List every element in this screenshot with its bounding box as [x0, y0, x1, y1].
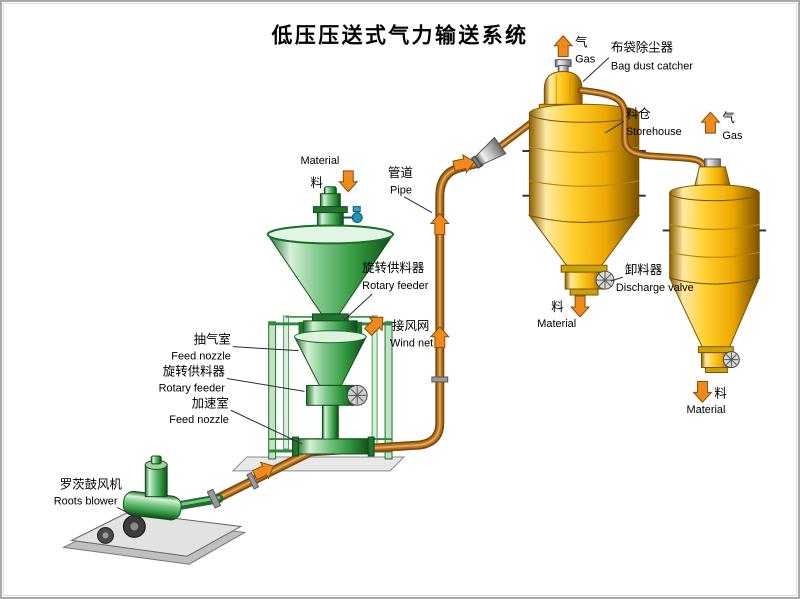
pipe-flange — [431, 376, 449, 383]
label-silo1-material-cn: 料 — [551, 300, 563, 314]
label-wind-net-en: Wind net — [390, 338, 433, 350]
label-blower-en: Roots blower — [54, 496, 118, 508]
silo-cone — [528, 214, 641, 267]
label-blower-cn: 罗茨鼓风机 — [60, 478, 123, 492]
silo2-discharge-valve — [698, 346, 740, 374]
label-rotary-upper-en: Rotary feeder — [362, 280, 429, 292]
silo2-cone — [668, 277, 761, 349]
label-dust-en: Bag dust catcher — [611, 61, 693, 73]
label-rotary-lower-cn: 旋转供料器 — [163, 363, 226, 378]
inner-funnel — [293, 336, 368, 386]
silo-2 — [662, 158, 767, 374]
material-in-arrow — [338, 170, 358, 193]
blower-base — [69, 512, 243, 557]
discharge-valve — [560, 264, 615, 296]
label-accel-en: Feed nozzle — [169, 414, 229, 426]
silo-1 — [522, 59, 646, 296]
label-material-in-cn: 料 — [310, 176, 322, 190]
label-silo1-material-en: Material — [537, 318, 576, 330]
gas-arrow — [553, 35, 573, 58]
label-material-in-en: Material — [300, 155, 339, 167]
label-store-en: Storehouse — [626, 126, 682, 138]
label-rotary-upper-cn: 旋转供料器 — [362, 260, 425, 275]
silo2-body — [669, 192, 760, 285]
bag-dust-catcher — [538, 59, 588, 111]
flow-arrow — [430, 326, 450, 349]
diverter-valve — [470, 136, 507, 169]
label-pipe-cn: 管道 — [388, 165, 413, 180]
diagram-title: 低压压送式气力输送系统 — [270, 24, 528, 48]
label-store-cn: 料仓 — [626, 107, 651, 121]
conveying-pipe — [215, 114, 542, 499]
roots-blower — [62, 455, 247, 565]
material-out-arrow — [693, 380, 712, 403]
label-suction-cn: 抽气室 — [194, 332, 231, 347]
annotations: Material 料 管道 Pipe 旋转供料器 Rotary feeder 接… — [54, 35, 743, 518]
label-silo1-gas-cn: 气 — [575, 35, 587, 50]
feed-hopper — [266, 186, 395, 457]
material-out-arrow — [570, 295, 590, 318]
label-silo2-material-en: Material — [687, 404, 726, 416]
label-discharge-en: Discharge valve — [616, 282, 694, 294]
flow-arrow — [430, 213, 450, 235]
label-rotary-lower-en: Rotary feeder — [159, 382, 226, 394]
label-dust-cn: 布袋除尘器 — [611, 40, 674, 55]
label-suction-en: Feed nozzle — [171, 351, 231, 363]
pipe-flange — [246, 471, 260, 490]
label-accel-cn: 加速室 — [192, 395, 229, 410]
label-pipe-en: Pipe — [390, 185, 412, 197]
gas-arrow — [700, 111, 720, 134]
acceleration-chamber — [296, 438, 371, 455]
label-silo2-gas-en: Gas — [722, 130, 743, 142]
label-wind-net-cn: 接风网 — [392, 318, 429, 333]
label-discharge-cn: 卸料器 — [625, 262, 663, 277]
label-silo1-gas-en: Gas — [575, 54, 596, 66]
label-silo2-gas-cn: 气 — [722, 110, 734, 125]
label-silo2-material-cn: 料 — [714, 386, 726, 400]
